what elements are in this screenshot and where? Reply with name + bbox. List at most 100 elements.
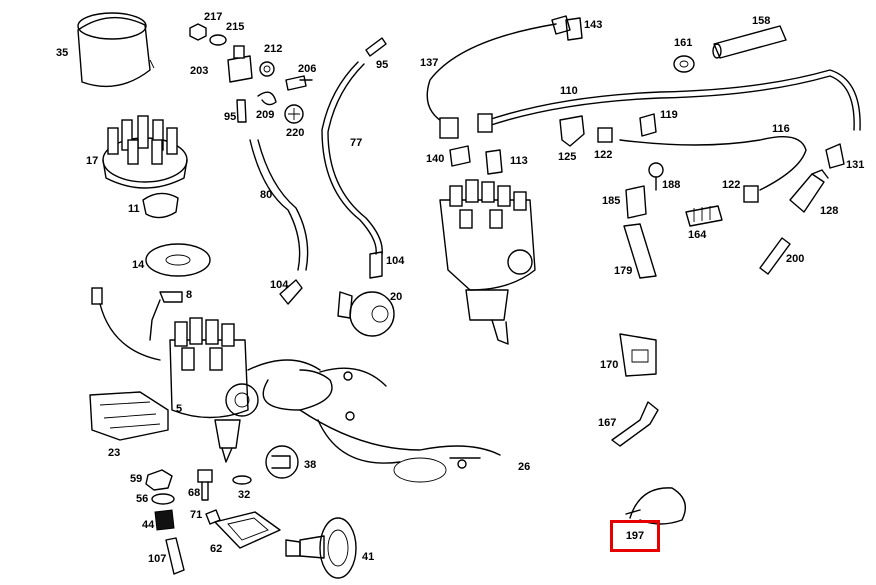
part-206-screw[interactable] <box>285 75 313 91</box>
label-140[interactable]: 140 <box>426 153 445 165</box>
part-56-washer[interactable] <box>151 493 175 505</box>
part-140-plug[interactable] <box>449 145 471 167</box>
part-110-cable[interactable] <box>477 69 861 133</box>
label-107[interactable]: 107 <box>148 553 167 565</box>
part-128-plug[interactable] <box>789 169 829 213</box>
label-80[interactable]: 80 <box>260 189 273 201</box>
part-104-connector-right[interactable] <box>369 251 383 279</box>
part-143-plug[interactable] <box>565 17 583 41</box>
part-119-bracket[interactable] <box>639 113 657 137</box>
label-217[interactable]: 217 <box>204 11 223 23</box>
part-32-washer[interactable] <box>232 475 252 485</box>
part-41-pulley[interactable] <box>285 517 357 579</box>
part-185-clamp[interactable] <box>625 185 647 219</box>
label-209[interactable]: 209 <box>256 109 275 121</box>
highlighted-label-197[interactable]: 197 <box>610 520 660 552</box>
label-104-right[interactable]: 104 <box>386 255 405 267</box>
part-23-bracket[interactable] <box>89 391 169 441</box>
label-68[interactable]: 68 <box>188 487 201 499</box>
label-128[interactable]: 128 <box>820 205 839 217</box>
part-217-nut[interactable] <box>189 23 207 41</box>
label-212[interactable]: 212 <box>264 43 283 55</box>
label-203[interactable]: 203 <box>190 65 209 77</box>
label-59[interactable]: 59 <box>130 473 143 485</box>
part-203-switch[interactable] <box>227 45 253 83</box>
label-206[interactable]: 206 <box>298 63 317 75</box>
part-116-cable[interactable] <box>619 136 807 191</box>
part-161-grommet[interactable] <box>673 55 695 73</box>
label-179[interactable]: 179 <box>614 265 633 277</box>
label-188[interactable]: 188 <box>662 179 681 191</box>
label-185[interactable]: 185 <box>602 195 621 207</box>
label-122-top[interactable]: 122 <box>594 149 613 161</box>
label-77[interactable]: 77 <box>350 137 363 149</box>
label-17[interactable]: 17 <box>86 155 99 167</box>
part-125-boot[interactable] <box>559 115 585 147</box>
label-122-right[interactable]: 122 <box>722 179 741 191</box>
part-5-distributor[interactable] <box>169 317 321 463</box>
label-14[interactable]: 14 <box>132 259 145 271</box>
ignition-wire-loop[interactable] <box>262 367 387 411</box>
label-119[interactable]: 119 <box>660 109 678 121</box>
label-56[interactable]: 56 <box>136 493 149 505</box>
label-44[interactable]: 44 <box>142 519 155 531</box>
part-80-hose[interactable] <box>249 139 309 271</box>
part-14-washer[interactable] <box>145 243 211 277</box>
part-158-sleeve[interactable] <box>712 25 787 59</box>
part-164-terminal[interactable] <box>685 205 723 227</box>
label-137[interactable]: 137 <box>420 57 439 69</box>
part-197-clamp[interactable] <box>625 487 686 525</box>
label-23[interactable]: 23 <box>108 447 121 459</box>
part-179-strap[interactable] <box>623 223 657 279</box>
part-95-tube-top[interactable] <box>365 37 387 57</box>
part-38-wrench[interactable] <box>265 445 299 479</box>
part-200-spark-plug[interactable] <box>759 237 791 275</box>
label-143[interactable]: 143 <box>584 19 603 31</box>
label-125[interactable]: 125 <box>558 151 577 163</box>
label-170[interactable]: 170 <box>600 359 619 371</box>
part-220-screw[interactable] <box>284 104 304 124</box>
label-26[interactable]: 26 <box>518 461 531 473</box>
part-8-wire[interactable] <box>91 287 183 361</box>
label-161[interactable]: 161 <box>674 37 693 49</box>
label-95-top[interactable]: 95 <box>376 59 389 71</box>
label-8[interactable]: 8 <box>186 289 193 301</box>
part-104-connector-left[interactable] <box>279 279 303 305</box>
label-131[interactable]: 131 <box>846 159 865 171</box>
label-215[interactable]: 215 <box>226 21 245 33</box>
part-68-bolt[interactable] <box>197 469 213 501</box>
label-38[interactable]: 38 <box>304 459 317 471</box>
label-116[interactable]: 116 <box>772 123 790 135</box>
label-104-left[interactable]: 104 <box>270 279 289 291</box>
part-188-bolt[interactable] <box>648 162 664 191</box>
label-35[interactable]: 35 <box>56 47 69 59</box>
label-71[interactable]: 71 <box>190 509 203 521</box>
part-77-hose[interactable] <box>321 61 383 255</box>
label-220[interactable]: 220 <box>286 127 305 139</box>
label-110[interactable]: 110 <box>560 85 578 97</box>
part-71-clip[interactable] <box>205 509 221 525</box>
part-17-distributor-cap[interactable] <box>102 115 188 189</box>
label-5[interactable]: 5 <box>176 403 183 415</box>
part-62-gasket[interactable] <box>214 511 281 549</box>
label-95-short[interactable]: 95 <box>224 111 237 123</box>
label-32[interactable]: 32 <box>238 489 251 501</box>
label-11[interactable]: 11 <box>128 203 140 215</box>
part-35-cap[interactable] <box>77 12 155 88</box>
part-122-insulator-top[interactable] <box>597 127 613 143</box>
part-26-wire-harness[interactable] <box>299 409 501 483</box>
label-62[interactable]: 62 <box>210 543 223 555</box>
part-95-tube[interactable] <box>236 99 247 123</box>
part-11-rotor[interactable] <box>142 192 179 219</box>
part-122-insulator-right[interactable] <box>743 185 759 203</box>
label-158[interactable]: 158 <box>752 15 771 27</box>
part-20-vacuum-unit[interactable] <box>337 291 395 337</box>
label-20[interactable]: 20 <box>390 291 403 303</box>
part-167-hook[interactable] <box>611 401 659 447</box>
part-59-nut[interactable] <box>145 469 173 491</box>
part-107-plug[interactable] <box>165 537 185 575</box>
part-212-ring[interactable] <box>259 61 275 77</box>
label-41[interactable]: 41 <box>362 551 375 563</box>
label-164[interactable]: 164 <box>688 229 707 241</box>
part-209-spring[interactable] <box>257 91 277 106</box>
